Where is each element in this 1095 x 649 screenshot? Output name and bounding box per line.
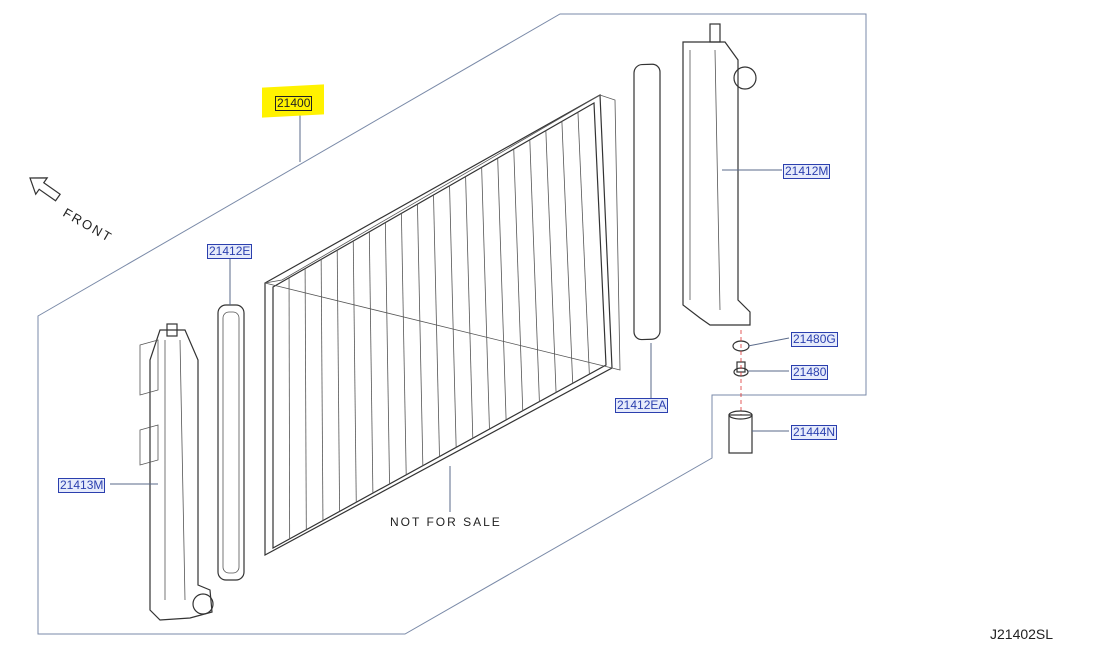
radiator-fin [561, 121, 574, 384]
not-for-sale-label: NOT FOR SALE [390, 515, 502, 529]
radiator-fin [304, 268, 307, 530]
tank-right-shape [682, 23, 757, 326]
part-label-21413M[interactable]: 21413M [58, 478, 106, 493]
radiator-fin [577, 112, 590, 375]
radiator-fin [513, 148, 524, 411]
part-label-21412EA[interactable]: 21412EA [615, 398, 669, 413]
part-label-21480[interactable]: 21480 [791, 365, 829, 380]
radiator-fin [545, 130, 557, 393]
part-label-21400[interactable]: 21400 [275, 96, 313, 111]
seal-right-shape [633, 63, 661, 341]
radiator-fin [336, 250, 340, 512]
assembly-frame [37, 13, 867, 635]
mount-bushing-shape [728, 410, 753, 454]
radiator-fin [497, 158, 507, 420]
radiator-fin [320, 259, 324, 521]
radiator-fin [384, 222, 390, 484]
tank-left-shape [139, 323, 214, 621]
part-label-21480G[interactable]: 21480G [791, 332, 838, 347]
diagram-reference: J21402SL [990, 626, 1054, 642]
radiator-fin [368, 231, 374, 494]
radiator-fin [449, 185, 457, 448]
radiator-core [264, 93, 621, 557]
radiator-fin [529, 139, 540, 402]
radiator-fin [352, 240, 357, 503]
front-arrow-icon [29, 177, 61, 202]
seal-left-shape [217, 304, 245, 581]
radiator-fin [433, 194, 440, 457]
radiator-fin [481, 167, 490, 430]
part-label-21444N[interactable]: 21444N [791, 425, 838, 440]
radiator-fin [465, 176, 474, 439]
part-label-21412E[interactable]: 21412E [207, 244, 253, 259]
part-label-21412M[interactable]: 21412M [783, 164, 831, 179]
radiator-fin [288, 277, 291, 539]
radiator-fin [401, 213, 407, 475]
radiator-fin [417, 204, 424, 466]
